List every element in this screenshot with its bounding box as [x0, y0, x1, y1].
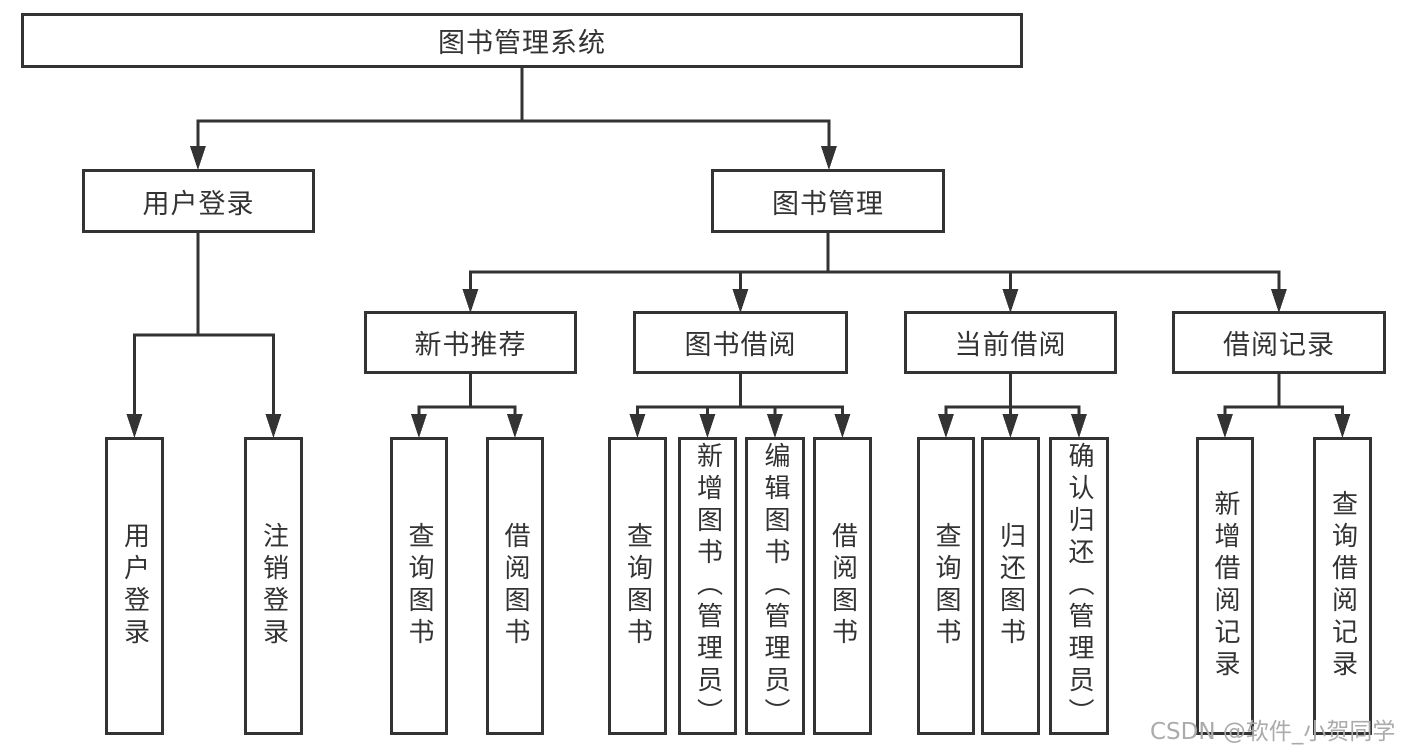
- node-book-borrowing: 图书借阅: [633, 311, 848, 374]
- node-label: 用户登录: [119, 522, 150, 650]
- node-label: 查询借阅记录: [1327, 490, 1358, 682]
- node-label: 确认归还（管理员）: [1064, 442, 1094, 730]
- node-label: 借阅记录: [1223, 330, 1335, 361]
- leaf-query-books-recommend: 查询图书: [390, 437, 448, 735]
- node-label: 查询图书: [622, 522, 653, 650]
- leaf-add-books-admin: 新增图书（管理员）: [678, 437, 737, 735]
- leaf-borrow-books: 借阅图书: [813, 437, 872, 735]
- leaf-query-books-current: 查询图书: [917, 437, 975, 735]
- node-label: 新增图书（管理员）: [692, 442, 723, 730]
- watermark: CSDN @软件_小贺同学: [1150, 719, 1396, 745]
- node-label: 查询图书: [931, 522, 961, 650]
- node-label: 归还图书: [995, 522, 1026, 650]
- leaf-user-login: 用户登录: [105, 437, 164, 735]
- node-book-management: 图书管理: [711, 169, 945, 233]
- leaf-edit-books-admin: 编辑图书（管理员）: [745, 437, 805, 735]
- node-label: 新书推荐: [414, 330, 527, 361]
- node-label: 注销登录: [258, 522, 289, 650]
- node-label: 编辑图书（管理员）: [760, 442, 790, 730]
- node-current-borrowing: 当前借阅: [904, 311, 1117, 374]
- node-label: 借阅图书: [827, 522, 858, 650]
- leaf-logout: 注销登录: [244, 437, 303, 735]
- node-label: 借阅图书: [500, 522, 530, 650]
- node-label: 查询图书: [404, 522, 434, 650]
- node-new-book-recommend: 新书推荐: [364, 311, 577, 374]
- leaf-borrow-books-recommend: 借阅图书: [486, 437, 544, 735]
- leaf-add-borrow-record: 新增借阅记录: [1196, 437, 1254, 735]
- leaf-query-books-borrowing: 查询图书: [608, 437, 667, 735]
- node-label: 图书管理系统: [438, 28, 606, 59]
- node-label: 当前借阅: [954, 330, 1067, 361]
- leaf-return-books: 归还图书: [981, 437, 1040, 735]
- leaf-confirm-return-admin: 确认归还（管理员）: [1049, 437, 1109, 735]
- node-label: 新增借阅记录: [1210, 490, 1240, 682]
- node-borrowing-records: 借阅记录: [1172, 311, 1386, 374]
- node-root-library-system: 图书管理系统: [21, 13, 1023, 68]
- leaf-query-borrow-record: 查询借阅记录: [1313, 437, 1372, 735]
- node-label: 图书借阅: [684, 330, 797, 361]
- node-label: 用户登录: [142, 188, 255, 220]
- node-user-login: 用户登录: [82, 169, 315, 233]
- node-label: 图书管理: [772, 188, 884, 220]
